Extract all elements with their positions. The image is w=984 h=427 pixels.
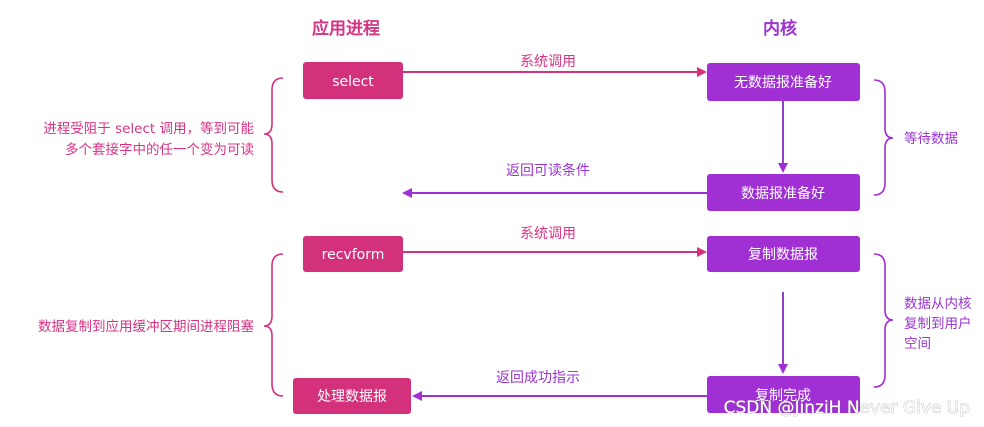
csdn-watermark: CSDN @JinziH Never Give Up xyxy=(724,398,970,418)
kernel-box-ready: 数据报准备好 xyxy=(707,174,860,211)
kernel-box-copy: 复制数据报 xyxy=(707,236,860,272)
kernel-box-copy-done-label: 复制完成 xyxy=(755,387,811,404)
left-brace-top xyxy=(263,77,284,193)
recvform-box: recvform xyxy=(303,236,403,272)
left-note-top-line1: 进程受阻于 select 调用，等到可能 xyxy=(43,120,254,137)
right-brace-bottom xyxy=(873,253,894,388)
left-note-top-line2: 多个套接字中的任一个变为可读 xyxy=(65,141,254,158)
select-box-label: select xyxy=(332,74,374,90)
left-note-bottom: 数据复制到应用缓冲区期间进程阻塞 xyxy=(38,318,254,335)
return-success-label: 返回成功指示 xyxy=(496,370,580,386)
header-app-process: 应用进程 xyxy=(312,18,380,39)
right-note-bottom-line3: 空间 xyxy=(904,336,931,352)
process-datagram-box: 处理数据报 xyxy=(293,378,411,414)
kernel-box-not-ready-label: 无数据报准备好 xyxy=(734,74,832,91)
left-brace-bottom xyxy=(263,253,284,397)
kernel-box-copy-done: 复制完成 xyxy=(707,376,860,413)
right-note-bottom-line2: 复制到用户 xyxy=(904,315,972,332)
syscall-label-bottom: 系统调用 xyxy=(520,226,576,242)
right-note-top: 等待数据 xyxy=(904,130,958,147)
header-kernel: 内核 xyxy=(763,18,797,39)
right-note-bottom-line1: 数据从内核 xyxy=(904,296,972,312)
kernel-box-copy-label: 复制数据报 xyxy=(748,246,818,263)
kernel-box-not-ready: 无数据报准备好 xyxy=(707,63,860,101)
right-brace-top xyxy=(873,79,894,196)
return-readable-label: 返回可读条件 xyxy=(506,162,590,179)
select-box: select xyxy=(303,62,403,99)
kernel-box-ready-label: 数据报准备好 xyxy=(741,185,825,202)
process-datagram-box-label: 处理数据报 xyxy=(317,389,387,405)
recvform-box-label: recvform xyxy=(322,247,385,263)
syscall-label-top: 系统调用 xyxy=(520,54,576,70)
